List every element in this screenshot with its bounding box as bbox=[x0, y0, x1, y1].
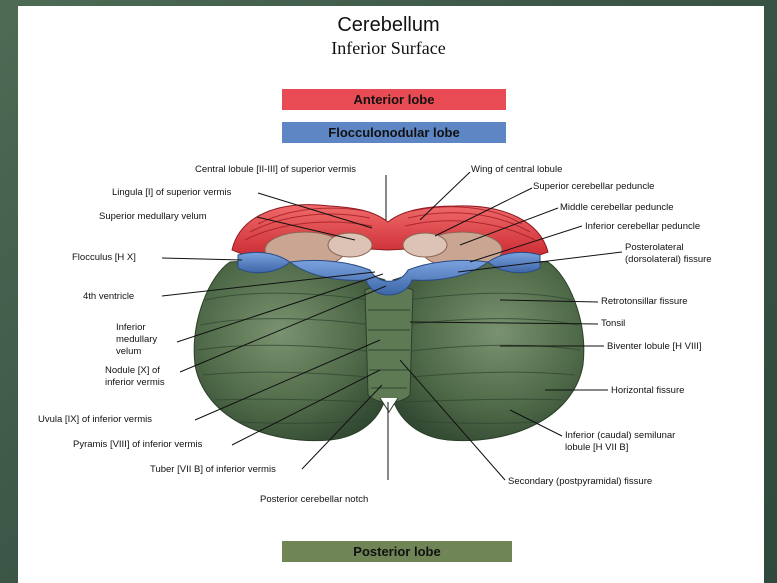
label-wing-central-lobule: Wing of central lobule bbox=[471, 164, 562, 175]
label-semilunar-2: lobule [H VII B] bbox=[565, 442, 628, 453]
label-nodule-1: Nodule [X] of bbox=[105, 365, 160, 376]
label-inferior-medullary-velum-1: Inferior bbox=[116, 322, 146, 333]
label-inferior-peduncle: Inferior cerebellar peduncle bbox=[585, 221, 700, 232]
label-posterior-notch: Posterior cerebellar notch bbox=[260, 494, 368, 505]
label-horizontal-fissure: Horizontal fissure bbox=[611, 385, 684, 396]
label-inferior-medullary-velum-2: medullary bbox=[116, 334, 157, 345]
label-secondary-fissure: Secondary (postpyramidal) fissure bbox=[508, 476, 652, 487]
label-posterolateral-1: Posterolateral bbox=[625, 242, 684, 253]
label-inferior-medullary-velum-3: velum bbox=[116, 346, 141, 357]
label-pyramis: Pyramis [VIII] of inferior vermis bbox=[73, 439, 202, 450]
label-tuber: Tuber [VII B] of inferior vermis bbox=[150, 464, 276, 475]
label-posterolateral-2: (dorsolateral) fissure bbox=[625, 254, 712, 265]
label-tonsil: Tonsil bbox=[601, 318, 625, 329]
label-fourth-ventricle: 4th ventricle bbox=[83, 291, 134, 302]
label-retrotonsillar-fissure: Retrotonsillar fissure bbox=[601, 296, 688, 307]
label-semilunar-1: Inferior (caudal) semilunar bbox=[565, 430, 675, 441]
label-superior-peduncle: Superior cerebellar peduncle bbox=[533, 181, 654, 192]
label-superior-medullary-velum: Superior medullary velum bbox=[99, 211, 207, 222]
label-lingula: Lingula [I] of superior vermis bbox=[112, 187, 231, 198]
label-biventer-lobule: Biventer lobule [H VIII] bbox=[607, 341, 702, 352]
label-flocculus: Flocculus [H X] bbox=[72, 252, 136, 263]
label-middle-peduncle: Middle cerebellar peduncle bbox=[560, 202, 674, 213]
label-uvula: Uvula [IX] of inferior vermis bbox=[38, 414, 152, 425]
label-central-lobule: Central lobule [II-III] of superior verm… bbox=[195, 164, 356, 175]
label-nodule-2: inferior vermis bbox=[105, 377, 165, 388]
